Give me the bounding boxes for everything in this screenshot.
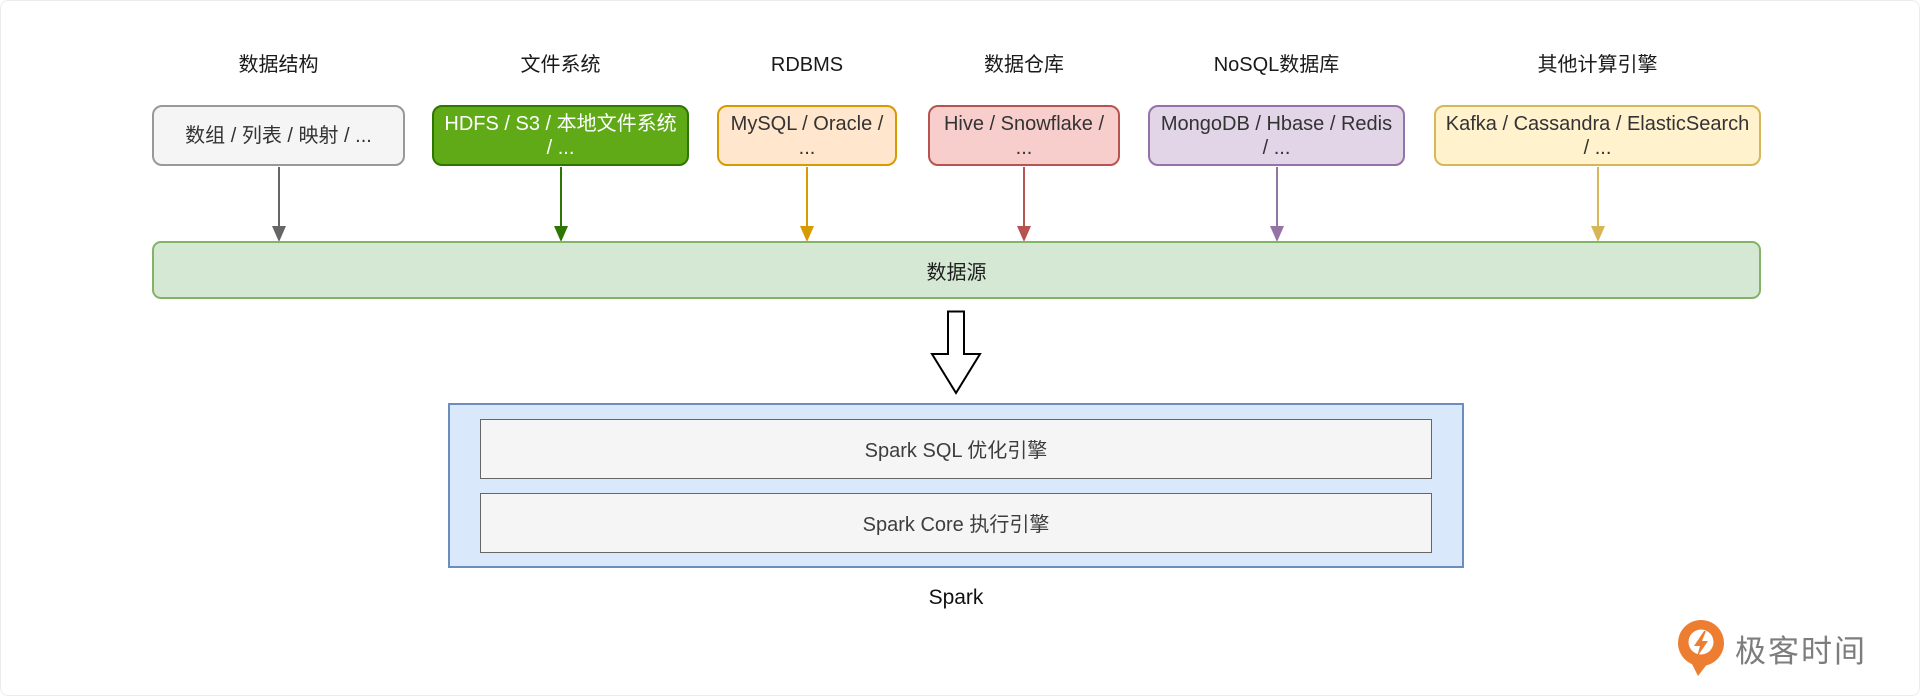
geektime-logo: 极客时间 — [1677, 619, 1867, 677]
geektime-logo-text: 极客时间 — [1735, 633, 1867, 669]
source-down-arrow-icon — [1017, 167, 1031, 242]
big-down-arrow-icon — [930, 310, 982, 395]
spark-sql-engine-label: Spark SQL 优化引擎 — [864, 440, 1048, 462]
source-box-label: MongoDB / Hbase / Redis / ... — [1160, 112, 1393, 159]
source-box: HDFS / S3 / 本地文件系统 / ... — [432, 105, 689, 166]
data-source-bar-label: 数据源 — [926, 261, 987, 284]
source-category-label: 文件系统 — [520, 54, 601, 76]
source-column-2: RDBMS MySQL / Oracle / ... — [717, 1, 897, 242]
source-column-3: 数据仓库 Hive / Snowflake / ... — [928, 1, 1120, 242]
source-category-label: 数据结构 — [238, 54, 319, 76]
source-column-0: 数据结构数组 / 列表 / 映射 / ... — [152, 1, 405, 242]
source-down-arrow-icon — [1269, 167, 1284, 242]
source-box-label: 数组 / 列表 / 映射 / ... — [185, 124, 372, 147]
data-source-bar: 数据源 — [152, 241, 1761, 299]
source-box: Hive / Snowflake / ... — [928, 105, 1120, 166]
source-down-arrow-icon — [553, 167, 568, 242]
spark-core-engine-box: Spark Core 执行引擎 — [480, 492, 1432, 553]
source-category-label: RDBMS — [770, 54, 844, 76]
source-box: Kafka / Cassandra / ElasticSearch / ... — [1434, 105, 1761, 166]
source-column-5: 其他计算引擎 Kafka / Cassandra / ElasticSearch … — [1434, 1, 1761, 242]
source-box-label: Hive / Snowflake / ... — [943, 112, 1105, 159]
source-category-label: 数据仓库 — [984, 54, 1064, 76]
source-box-label: Kafka / Cassandra / ElasticSearch / ... — [1445, 112, 1750, 159]
source-down-arrow-icon — [271, 167, 286, 242]
source-box: 数组 / 列表 / 映射 / ... — [152, 105, 405, 166]
source-down-arrow-icon — [1590, 167, 1605, 242]
spark-caption: Spark — [928, 586, 984, 609]
source-box: MySQL / Oracle / ... — [717, 105, 897, 166]
source-column-1: 文件系统 HDFS / S3 / 本地文件系统 / ... — [432, 1, 689, 242]
source-box-label: MySQL / Oracle / ... — [730, 112, 884, 159]
spark-sql-engine-box: Spark SQL 优化引擎 — [480, 418, 1432, 479]
spark-core-engine-label: Spark Core 执行引擎 — [862, 514, 1050, 536]
source-category-label: NoSQL数据库 — [1213, 54, 1340, 76]
geektime-logo-icon — [1678, 620, 1724, 676]
source-column-4: NoSQL数据库 MongoDB / Hbase / Redis / ... — [1148, 1, 1405, 242]
spark-container: Spark SQL 优化引擎 Spark Core 执行引擎 — [448, 403, 1464, 568]
source-box-label: HDFS / S3 / 本地文件系统 / ... — [444, 112, 677, 159]
source-down-arrow-icon — [800, 167, 814, 242]
source-box: MongoDB / Hbase / Redis / ... — [1148, 105, 1405, 166]
source-category-label: 其他计算引擎 — [1537, 54, 1658, 76]
